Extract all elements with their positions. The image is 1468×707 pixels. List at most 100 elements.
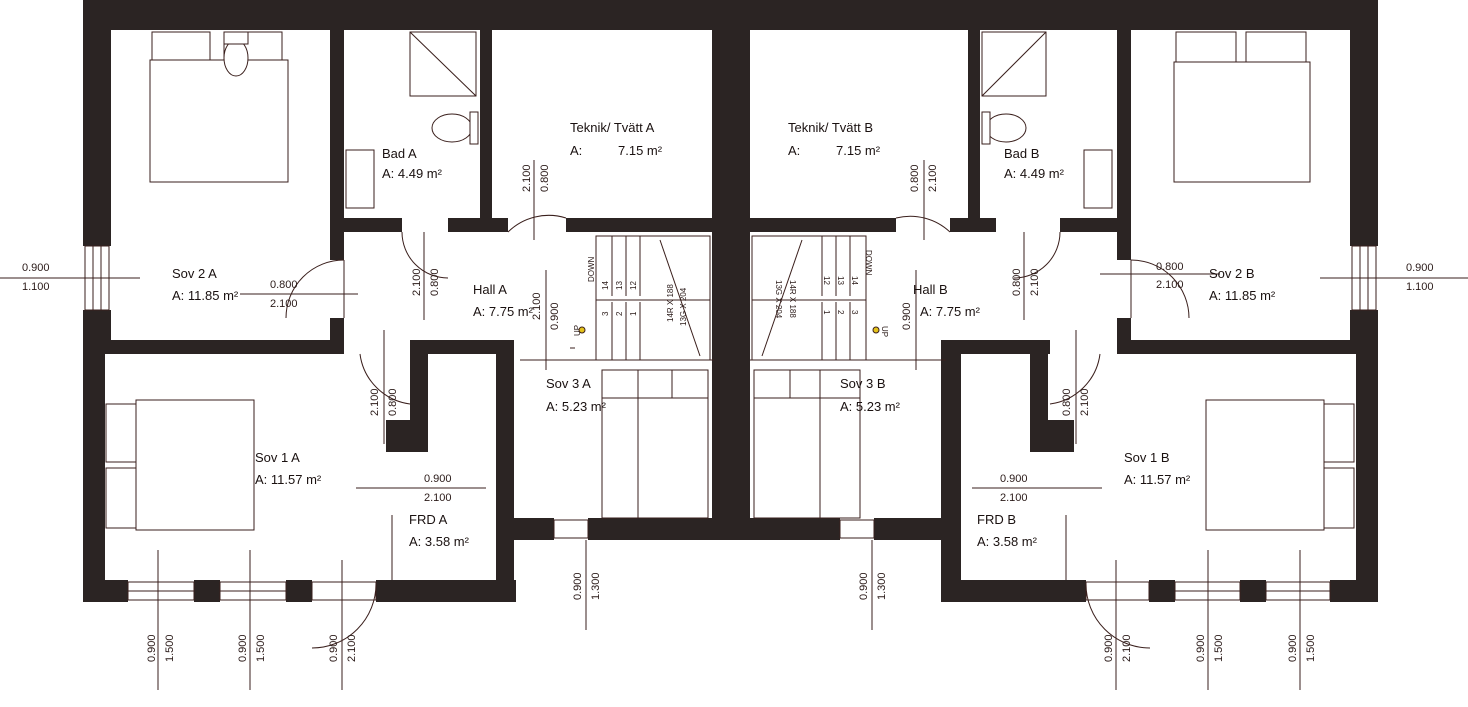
sov1a-name: Sov 1 A — [255, 450, 300, 465]
stair-step: 2 — [615, 311, 624, 316]
hallb-area: A: 7.75 m² — [920, 304, 981, 319]
tekb-area: 7.15 m² — [836, 143, 881, 158]
frda-name: FRD A — [409, 512, 448, 527]
dim-label: 2.100 — [1079, 388, 1091, 416]
dim-label: 0.900 — [1287, 634, 1299, 662]
sov2b-area: A: 11.85 m² — [1209, 288, 1276, 303]
stair-riser-a: 14R X 188 — [666, 284, 675, 322]
teka-area: 7.15 m² — [618, 143, 663, 158]
sov1b-area: A: 11.57 m² — [1124, 472, 1191, 487]
dim-label: 2.100 — [531, 292, 543, 320]
dimension-lines — [0, 160, 1468, 690]
dim-label: 2.100 — [424, 492, 452, 504]
dim-label: 0.800 — [1061, 388, 1073, 416]
dim-label: 1.100 — [1406, 281, 1434, 293]
dim-label: 0.900 — [1000, 473, 1028, 485]
dim-label: 1.300 — [590, 572, 602, 600]
stair-marker — [578, 326, 586, 334]
dim-label: 2.100 — [1029, 268, 1041, 296]
dim-label: 1.100 — [22, 281, 50, 293]
dim-label: 0.900 — [328, 634, 340, 662]
teka-area-label: A: — [570, 143, 582, 158]
dimension-labels: 0.900 1.100 0.900 1.100 0.800 2.100 0.80… — [22, 164, 1434, 662]
stair-up-b: UP — [880, 326, 889, 337]
stair-down-b: DOWN — [864, 250, 873, 276]
stair-step: 13 — [615, 281, 624, 290]
doors — [285, 214, 1190, 649]
dim-label: 0.900 — [858, 572, 870, 600]
stair-step: 1 — [629, 311, 638, 316]
dim-label: 0.800 — [1011, 268, 1023, 296]
dim-label: 0.900 — [549, 302, 561, 330]
sov2b-name: Sov 2 B — [1209, 266, 1255, 281]
bada-area: A: 4.49 m² — [382, 166, 443, 181]
furniture — [105, 31, 1355, 531]
sov3b-name: Sov 3 B — [840, 376, 886, 391]
bada-name: Bad A — [382, 146, 417, 161]
stair-going-a: 13G X 204 — [679, 287, 688, 326]
dim-label: 0.900 — [146, 634, 158, 662]
stair-going-b: 13G X 204 — [774, 280, 783, 319]
stair-step: 3 — [850, 310, 859, 315]
dim-label: 0.900 — [1103, 634, 1115, 662]
dim-label: 1.500 — [164, 634, 176, 662]
stair-up-a: UP — [573, 325, 582, 336]
dim-label: 0.900 — [1195, 634, 1207, 662]
dim-label: 0.800 — [909, 164, 921, 192]
dim-label: 2.100 — [1000, 492, 1028, 504]
halla-area: A: 7.75 m² — [473, 304, 534, 319]
dim-label: 2.100 — [270, 298, 298, 310]
stair-b — [751, 235, 867, 361]
dim-label: 2.100 — [346, 634, 358, 662]
stair-step: 3 — [601, 311, 610, 316]
badb-area: A: 4.49 m² — [1004, 166, 1065, 181]
dim-label: 0.900 — [22, 262, 50, 274]
dim-label: 1.300 — [876, 572, 888, 600]
dim-label: 0.800 — [387, 388, 399, 416]
sov1b-name: Sov 1 B — [1124, 450, 1170, 465]
sov3a-name: Sov 3 A — [546, 376, 591, 391]
stair-step: 14 — [601, 281, 610, 290]
stair-marker — [872, 326, 880, 334]
sov3a-area: A: 5.23 m² — [546, 399, 607, 414]
stair-a — [570, 235, 711, 361]
frda-area: A: 3.58 m² — [409, 534, 470, 549]
dim-label: 1.500 — [255, 634, 267, 662]
hallb-name: Hall B — [913, 282, 948, 297]
dim-label: 2.100 — [927, 164, 939, 192]
tekb-area-label: A: — [788, 143, 800, 158]
dim-label: 2.100 — [1121, 634, 1133, 662]
dim-label: 0.800 — [539, 164, 551, 192]
dim-label: 1.500 — [1213, 634, 1225, 662]
dim-label: 0.800 — [270, 279, 298, 291]
sov2a-name: Sov 2 A — [172, 266, 217, 281]
tekb-name: Teknik/ Tvätt B — [788, 120, 873, 135]
stair-step: 1 — [822, 310, 831, 315]
dim-label: 1.500 — [1305, 634, 1317, 662]
dim-label: 0.800 — [429, 268, 441, 296]
stair-step: 14 — [850, 276, 859, 285]
dim-label: 0.900 — [1406, 262, 1434, 274]
dim-label: 2.100 — [369, 388, 381, 416]
dim-label: 0.800 — [1156, 261, 1184, 273]
dim-label: 0.900 — [572, 572, 584, 600]
sov3b-area: A: 5.23 m² — [840, 399, 901, 414]
stair-step: 13 — [836, 276, 845, 285]
stair-labels: DOWN UP 14 13 12 3 2 1 14R X 188 13G X 2… — [573, 250, 889, 337]
sov2a-area: A: 11.85 m² — [172, 288, 239, 303]
room-labels: Sov 2 A A: 11.85 m² Bad A A: 4.49 m² Tek… — [172, 120, 1276, 549]
stair-step: 12 — [822, 276, 831, 285]
stair-step: 2 — [836, 310, 845, 315]
dim-label: 2.100 — [521, 164, 533, 192]
dim-label: 2.100 — [1156, 279, 1184, 291]
dim-label: 2.100 — [411, 268, 423, 296]
dim-label: 0.900 — [237, 634, 249, 662]
stair-down-a: DOWN — [587, 256, 596, 282]
frdb-area: A: 3.58 m² — [977, 534, 1038, 549]
stair-riser-b: 14R X 188 — [788, 280, 797, 318]
halla-name: Hall A — [473, 282, 507, 297]
badb-name: Bad B — [1004, 146, 1039, 161]
sov1a-area: A: 11.57 m² — [255, 472, 322, 487]
teka-name: Teknik/ Tvätt A — [570, 120, 655, 135]
